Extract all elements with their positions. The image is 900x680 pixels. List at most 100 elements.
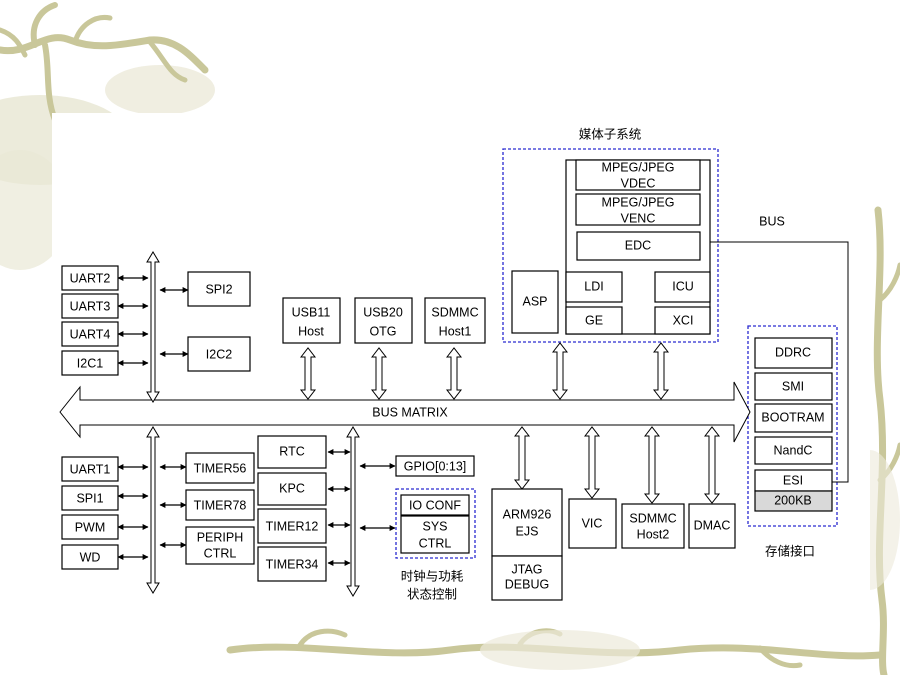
usb20-label-line2: OTG	[369, 324, 396, 338]
ge-label: GE	[585, 313, 603, 327]
timer34-label: TIMER34	[266, 557, 319, 571]
timer12-label: TIMER12	[266, 519, 319, 533]
pwm-block	[61, 514, 119, 540]
spi2-label: SPI2	[205, 282, 232, 296]
timer56-block	[185, 452, 255, 484]
bootram-block	[754, 403, 833, 433]
gpio-block	[395, 455, 475, 477]
vdec-label-line1: MPEG/JPEG	[602, 160, 675, 174]
vdec-label-line2: VDEC	[621, 176, 656, 190]
sdmmc-host2-block	[621, 503, 685, 549]
gpio-label: GPIO[0:13]	[404, 459, 467, 473]
mem-200kb-block	[754, 490, 833, 512]
spi1-block	[61, 485, 119, 511]
bootram-label: BOOTRAM	[761, 410, 824, 424]
periph-label-line2: CTRL	[204, 546, 237, 560]
rtc-label: RTC	[279, 444, 304, 458]
clock-power-label-line2: 状态控制	[407, 587, 457, 602]
asp-block	[511, 270, 559, 334]
asp-label: ASP	[522, 294, 547, 308]
io-conf-label: IO CONF	[409, 498, 461, 512]
media-subsystem-frame	[502, 148, 719, 343]
timer34-block	[257, 546, 327, 582]
mem-200kb-label: 200KB	[774, 493, 812, 507]
ddrc-block	[754, 337, 833, 369]
bus-line-edc-esi	[700, 241, 849, 483]
uart3-label: UART3	[70, 299, 111, 313]
vic-block	[568, 498, 617, 549]
media-subsystem-label: 媒体子系统	[579, 127, 642, 142]
usb20-label-line1: USB20	[363, 305, 403, 319]
edc-label: EDC	[625, 238, 651, 252]
nandc-block	[754, 436, 833, 465]
sys-label-line1: SYS	[422, 519, 447, 533]
uart2-label: UART2	[70, 271, 111, 285]
ge-block	[565, 306, 623, 335]
esi-label: ESI	[783, 473, 803, 487]
jtag-label-line1: JTAG	[511, 562, 542, 576]
usb11-label-line2: Host	[298, 324, 324, 338]
bus-matrix-arrow	[59, 381, 751, 443]
wd-block	[61, 544, 119, 570]
uart4-block	[61, 321, 119, 347]
uart4-label: UART4	[70, 327, 111, 341]
spi1-label: SPI1	[76, 491, 103, 505]
uart1-block	[61, 456, 119, 482]
ldi-block	[565, 271, 623, 303]
ddrc-label: DDRC	[775, 345, 811, 359]
i2c2-block	[187, 336, 251, 372]
arm-label-line2: EJS	[516, 524, 539, 538]
sdmmc-host1-block	[424, 297, 486, 344]
left-bus-arrows	[146, 251, 360, 597]
jtag-label-line2: DEBUG	[505, 577, 549, 591]
i2c1-label: I2C1	[77, 356, 103, 370]
ldi-label: LDI	[584, 279, 603, 293]
sdmmc1-label-line1: SDMMC	[431, 305, 478, 319]
storage-interface-frame	[747, 325, 838, 527]
vdec-block	[575, 159, 701, 191]
bus-links	[299, 342, 721, 504]
pwm-label: PWM	[75, 520, 106, 534]
io-conf-block	[400, 494, 470, 516]
nandc-label: NandC	[774, 443, 813, 457]
uart3-block	[61, 293, 119, 319]
xci-block	[654, 306, 711, 335]
usb20-otg-block	[354, 297, 413, 344]
sys-ctrl-block	[400, 515, 470, 554]
dmac-label: DMAC	[694, 518, 731, 532]
bus-label: BUS	[759, 214, 785, 228]
venc-label-line1: MPEG/JPEG	[602, 195, 675, 209]
sdmmc2-label-line2: Host2	[637, 527, 670, 541]
usb11-host-block	[282, 297, 341, 344]
dmac-block	[688, 503, 736, 549]
sys-label-line2: CTRL	[419, 536, 452, 550]
kpc-block	[257, 472, 327, 506]
kpc-label: KPC	[279, 481, 305, 495]
arm-label-line1: ARM926	[503, 507, 552, 521]
uart1-label: UART1	[70, 462, 111, 476]
sdmmc1-label-line2: Host1	[439, 324, 472, 338]
venc-label-line2: VENC	[621, 211, 656, 225]
storage-interface-label: 存储接口	[765, 544, 815, 559]
clock-power-frame	[395, 488, 476, 559]
periph-label-line1: PERIPH	[197, 530, 244, 544]
icu-block	[654, 271, 711, 303]
wd-label: WD	[80, 550, 101, 564]
timer56-label: TIMER56	[194, 461, 247, 475]
xci-label: XCI	[673, 313, 694, 327]
i2c1-block	[61, 350, 119, 376]
spi2-block	[187, 271, 251, 307]
venc-block	[575, 193, 701, 226]
edc-block	[576, 231, 701, 261]
rtc-block	[257, 435, 327, 469]
periph-ctrl-block	[185, 526, 255, 565]
jtag-debug-block	[491, 555, 563, 601]
timer78-label: TIMER78	[194, 498, 247, 512]
arm926-block	[491, 488, 563, 557]
timer78-block	[185, 489, 255, 521]
smi-label: SMI	[782, 379, 804, 393]
i2c2-label: I2C2	[206, 347, 232, 361]
bus-matrix-label: BUS MATRIX	[372, 405, 448, 419]
